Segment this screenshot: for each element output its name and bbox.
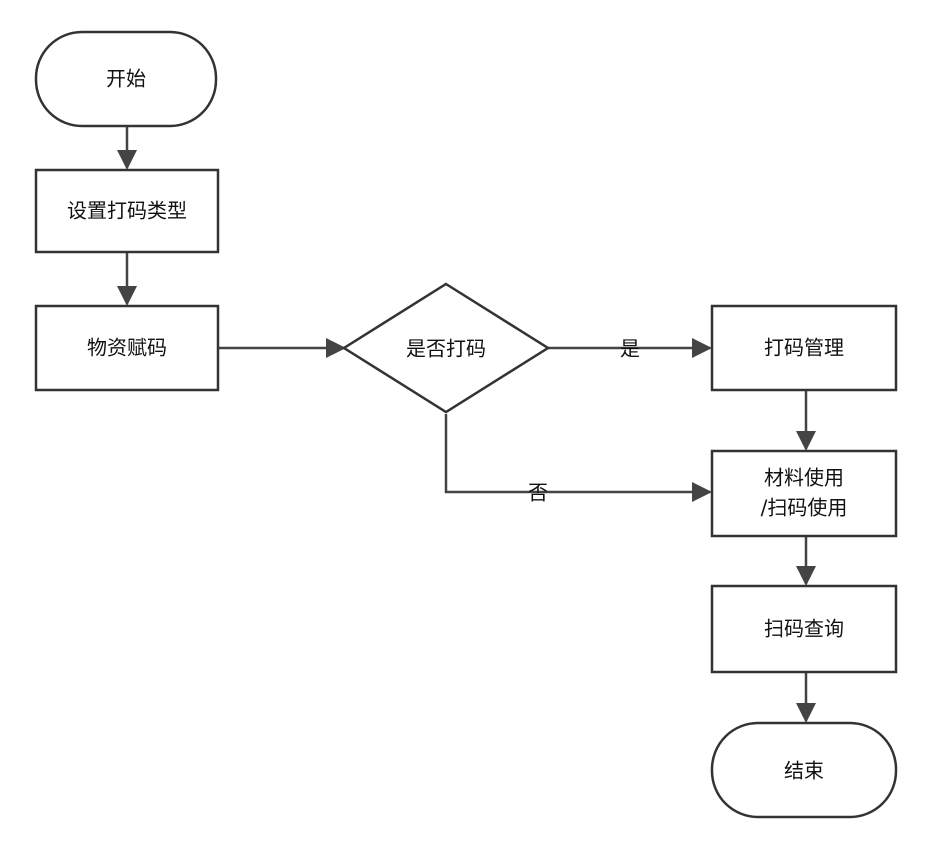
- edge-decision-to-use: [446, 414, 710, 492]
- node-set-type-label: 设置打码类型: [67, 199, 187, 223]
- edge-label-no: 否: [528, 481, 548, 505]
- edge-label-yes: 是: [620, 337, 640, 361]
- node-use-label-line2: /扫码使用: [761, 496, 848, 520]
- node-end-label: 结束: [784, 759, 824, 783]
- node-use: [712, 451, 896, 536]
- node-decision-label: 是否打码: [406, 337, 486, 361]
- node-manage-label: 打码管理: [764, 336, 844, 360]
- node-assign-label: 物资赋码: [87, 336, 167, 360]
- node-start-label: 开始: [106, 67, 146, 91]
- node-use-label-line1: 材料使用: [764, 466, 844, 490]
- node-query-label: 扫码查询: [764, 617, 844, 641]
